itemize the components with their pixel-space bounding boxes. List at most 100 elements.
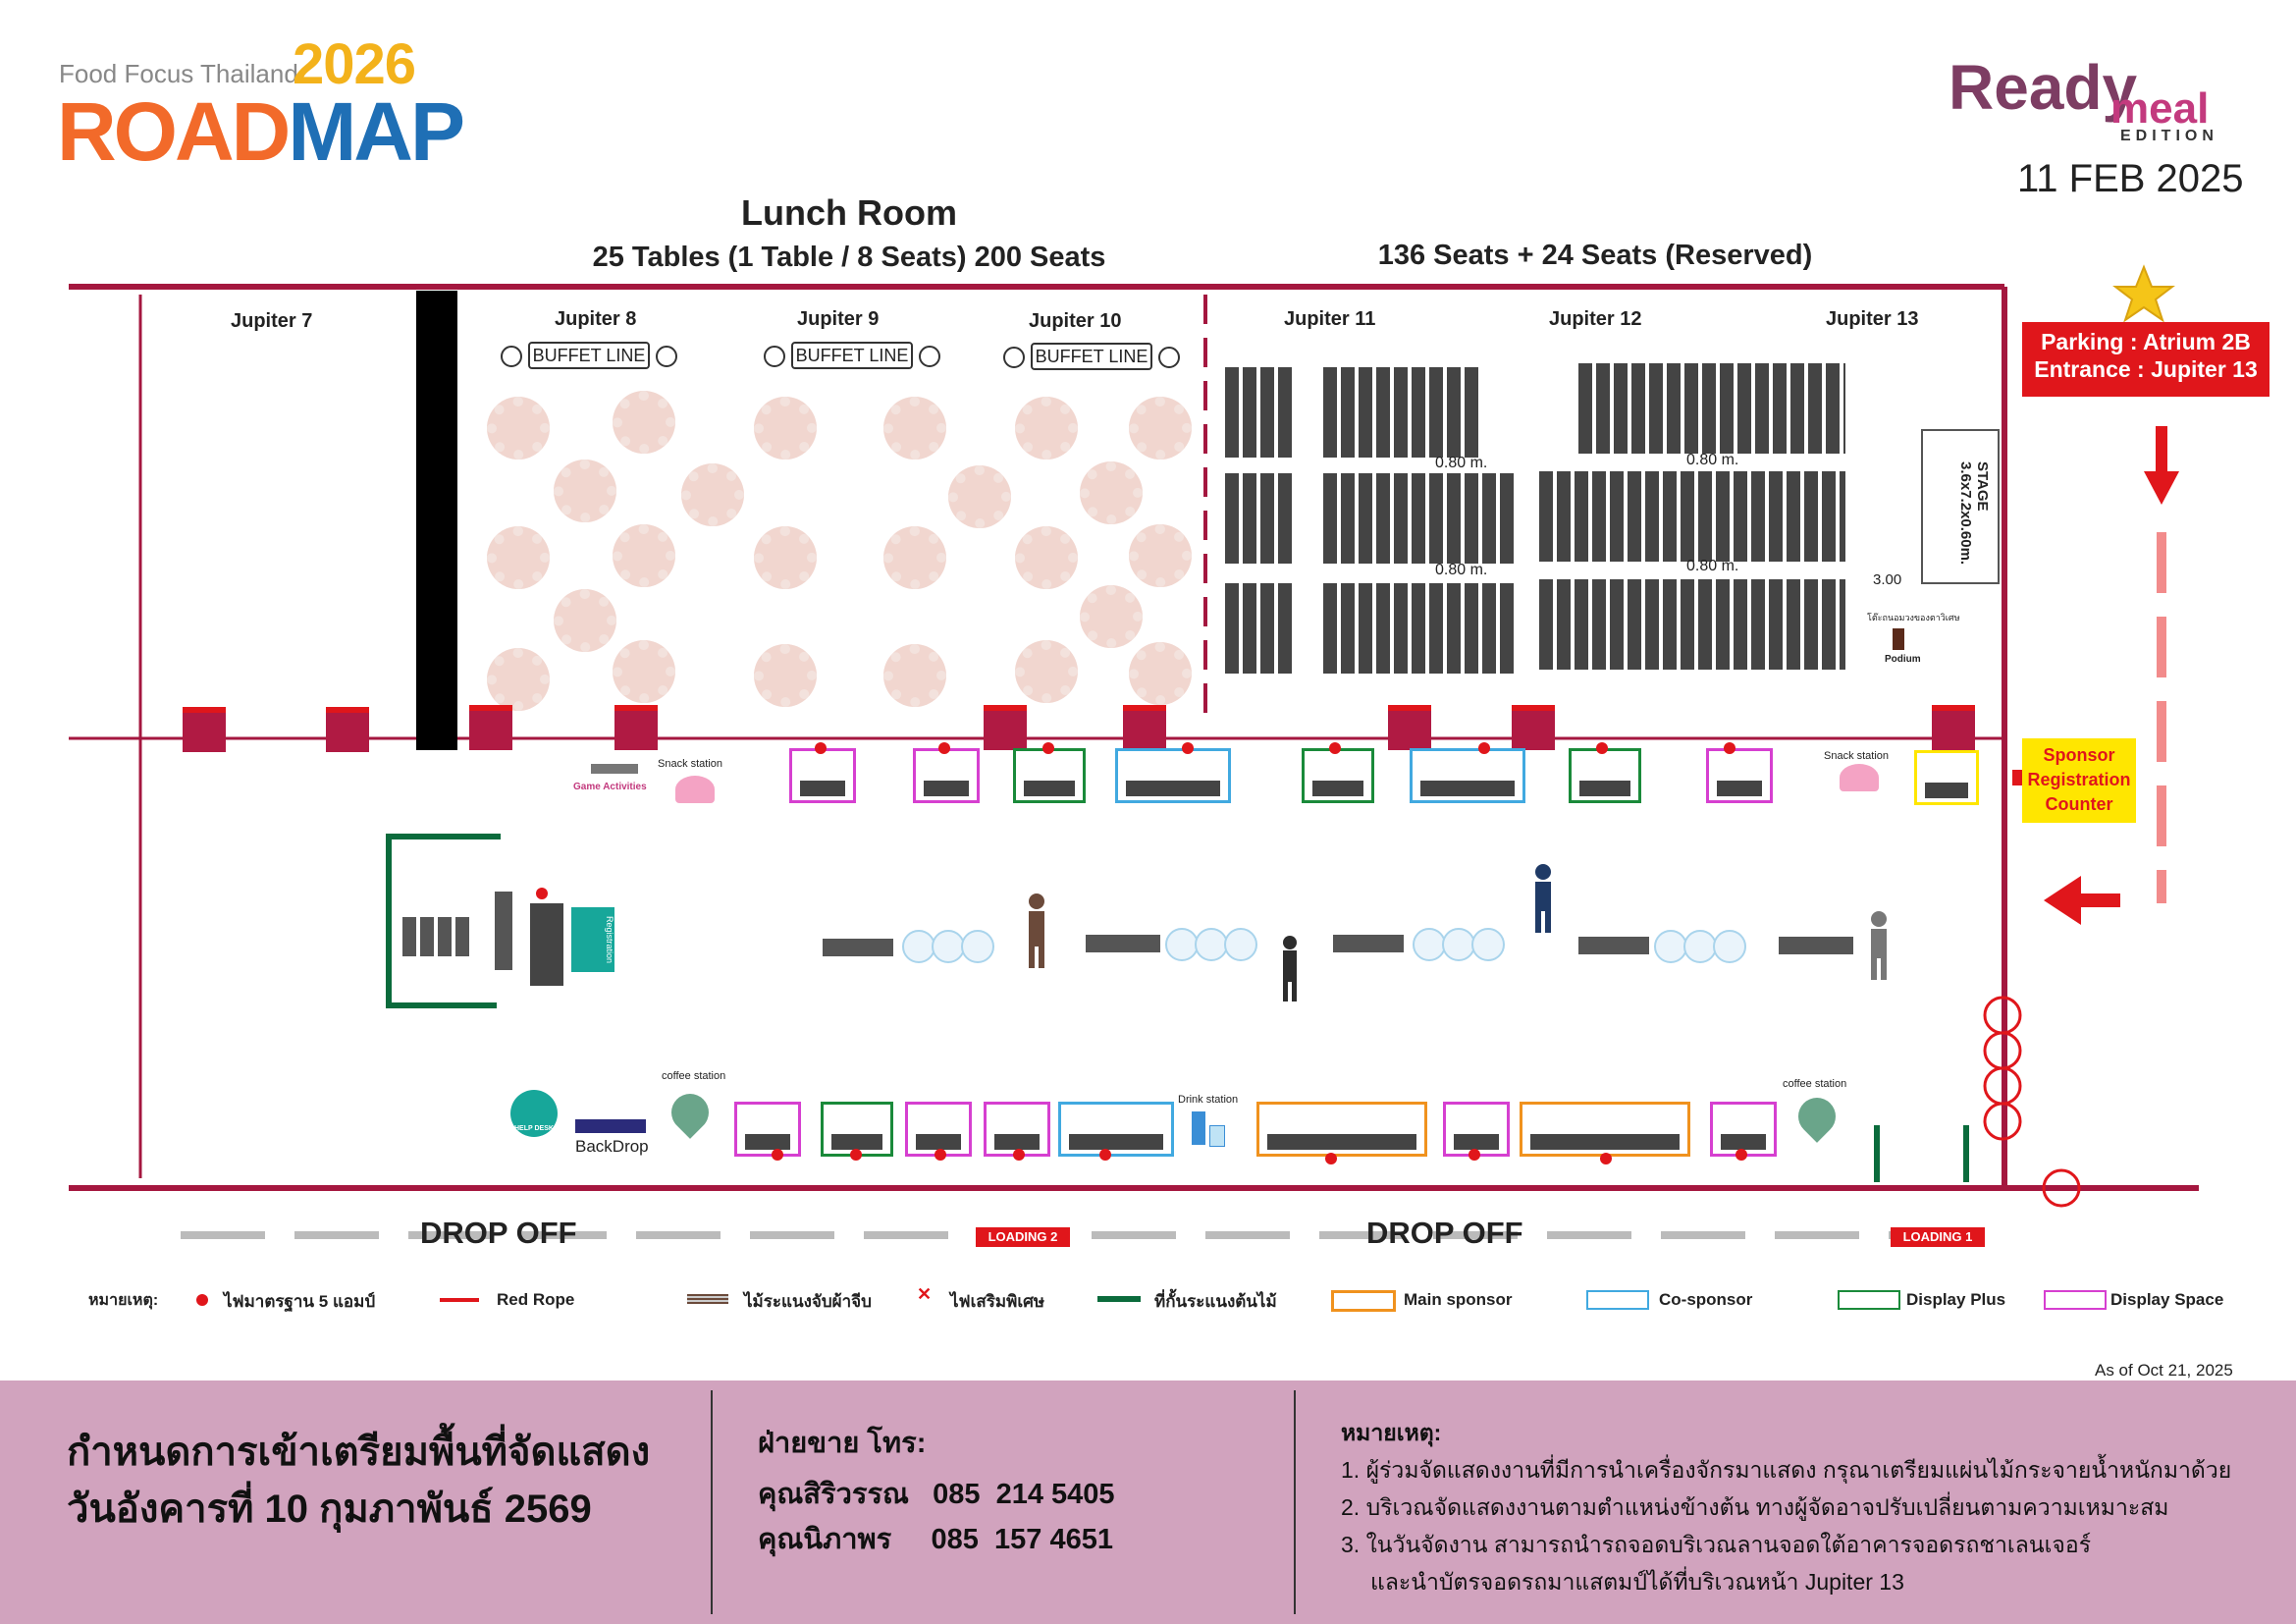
booth-display-space[interactable] [734, 1102, 801, 1157]
booth-display-space[interactable] [789, 748, 856, 803]
booth-main-sponsor[interactable] [1256, 1102, 1427, 1157]
round-table [754, 397, 817, 460]
edition-logo-ready: Ready [1949, 52, 2138, 123]
round-table [1129, 397, 1192, 460]
round-table [487, 648, 550, 711]
brand-logo-a: ROAD [57, 85, 291, 178]
booth-co-sponsor[interactable] [1410, 748, 1525, 803]
footer-divider [711, 1390, 713, 1614]
booth-display-plus[interactable] [1013, 748, 1086, 803]
legend-rope-icon [440, 1298, 479, 1302]
help-desk-icon [510, 1090, 558, 1137]
aisle-cocktail-table [1654, 930, 1687, 963]
aisle-cocktail-table [1165, 928, 1199, 961]
podium-label: Podium [1885, 654, 1921, 665]
room-label-jupiter-7: Jupiter 7 [231, 310, 313, 332]
coffee-station-label: coffee station [662, 1070, 726, 1082]
booth-display-plus[interactable] [1302, 748, 1374, 803]
round-table [554, 460, 616, 522]
legend-item: Main sponsor [1404, 1290, 1513, 1309]
seat-block [1323, 367, 1480, 458]
red-rope-gate [1388, 705, 1431, 750]
round-table [613, 640, 675, 703]
spacing-label: 0.80 m. [1686, 452, 1739, 468]
arrow-down-shaft [2156, 426, 2167, 475]
legend-co-sponsor-icon [1586, 1290, 1649, 1310]
drop-off-label: DROP OFF [1366, 1216, 1523, 1250]
round-table [554, 589, 616, 652]
parking-line: Parking : Atrium 2B [2041, 329, 2251, 354]
red-rope-gate [614, 705, 658, 750]
note-item: 2. บริเวณจัดแสดงงานตามตำแหน่งข้างต้น ทาง… [1341, 1494, 2169, 1520]
registration-table [402, 917, 469, 956]
sales-contact: คุณนิภาพร 085 157 4651 [758, 1524, 1113, 1555]
game-activities-label: Game Activities [573, 782, 647, 792]
booth-display-space[interactable] [913, 748, 980, 803]
round-table [1080, 585, 1143, 648]
legend-special-power-icon: ✕ [917, 1284, 933, 1304]
seats-caption: 136 Seats + 24 Seats (Reserved) [1377, 240, 1813, 271]
note-item: 1. ผู้ร่วมจัดแสดงงานที่มีการนำเครื่องจัก… [1341, 1457, 2232, 1483]
room-label-jupiter-12: Jupiter 12 [1549, 308, 1642, 330]
aisle-table [1578, 937, 1649, 954]
seat-block [1539, 579, 1845, 670]
power-outlet-icon [1329, 742, 1341, 754]
legend-main-sponsor-icon [1331, 1290, 1396, 1312]
seat-block [1225, 473, 1294, 564]
booth-display-plus[interactable] [1569, 748, 1641, 803]
edition-logo-meal: meal [2110, 84, 2210, 133]
legend-item: Red Rope [497, 1290, 575, 1309]
cupcake-icon [675, 776, 715, 803]
as-of-date: As of Oct 21, 2025 [2095, 1361, 2233, 1380]
aisle-cocktail-table [1442, 928, 1475, 961]
booth-main-sponsor[interactable] [1520, 1102, 1690, 1157]
seat-block [1323, 583, 1516, 674]
power-outlet-icon [815, 742, 827, 754]
power-outlet-icon [934, 1149, 946, 1161]
lunch-tables-caption: 25 Tables (1 Table / 8 Seats) 200 Seats [592, 242, 1106, 273]
seat-block [1539, 471, 1845, 562]
booth-co-sponsor[interactable] [1115, 748, 1231, 803]
red-rope-gate [1123, 705, 1166, 750]
aisle-table [1779, 937, 1853, 954]
cup-icon [1209, 1125, 1225, 1147]
booth-display-space[interactable] [1443, 1102, 1510, 1157]
power-outlet-icon [1724, 742, 1735, 754]
red-rope-gate [326, 707, 369, 752]
person-icon [1283, 936, 1297, 1001]
round-table [613, 391, 675, 454]
power-outlet-icon [938, 742, 950, 754]
stage-label: STAGE 3.6x7.2x0.60m. [1942, 461, 1991, 569]
aisle-cocktail-table [1713, 930, 1746, 963]
legend-title: หมายเหตุ: [88, 1292, 159, 1309]
room-label-jupiter-11: Jupiter 11 [1284, 308, 1376, 330]
seat-block [1225, 367, 1294, 458]
power-outlet-icon [1042, 742, 1054, 754]
snack-station-label: Snack station [658, 758, 723, 770]
setup-heading: กำหนดการเข้าเตรียมพื้นที่จัดแสดง [67, 1431, 651, 1474]
person-icon [1029, 893, 1044, 968]
rope-post [1983, 1102, 2022, 1141]
booth-co-sponsor[interactable] [1058, 1102, 1174, 1157]
sponsor-registration-counter: Sponsor Registration Counter [2022, 738, 2136, 823]
power-outlet-icon [536, 888, 548, 899]
aisle-cocktail-table [1224, 928, 1257, 961]
legend-barrier-icon [1097, 1296, 1141, 1302]
person-icon [1535, 864, 1551, 933]
booth-sponsor-counter[interactable] [1914, 750, 1979, 805]
legend-item: ไฟมาตรฐาน 5 แอมป์ [224, 1292, 376, 1311]
round-table [1015, 526, 1078, 589]
legend-item: ที่กั้นระแนงต้นไม้ [1154, 1292, 1277, 1311]
booth-display-space[interactable] [1706, 748, 1773, 803]
power-outlet-icon [1182, 742, 1194, 754]
aisle-table [1333, 935, 1404, 952]
legend-display-plus-icon [1838, 1290, 1900, 1310]
snack-station-label: Snack station [1824, 750, 1890, 762]
event-date: 11 FEB 2025 [2017, 157, 2244, 200]
round-table [613, 524, 675, 587]
sales-contact: คุณสิริวรรณ 085 214 5405 [758, 1479, 1115, 1510]
parking-callout: Parking : Atrium 2B Entrance : Jupiter 1… [2022, 322, 2269, 397]
help-desk-label: HELP DESK [514, 1125, 554, 1132]
power-outlet-icon [1099, 1149, 1111, 1161]
game-activities-icon [591, 764, 638, 774]
